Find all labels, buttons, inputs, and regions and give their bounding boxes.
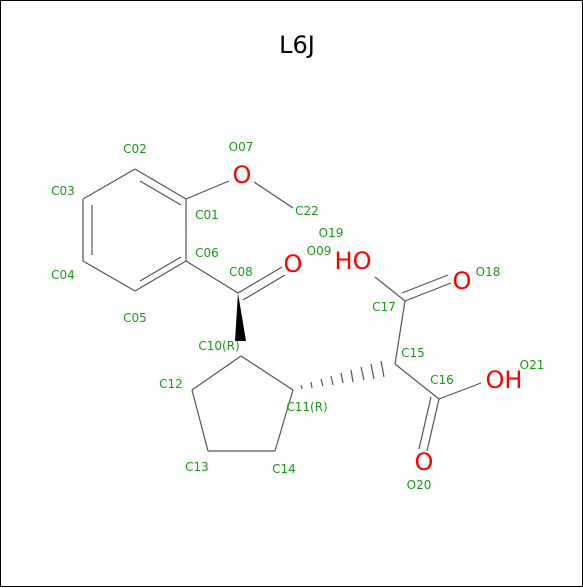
oxygen-o09: O	[284, 250, 303, 278]
bond-c17-o18-double	[401, 274, 449, 294]
bond-c17-o19	[374, 276, 406, 302]
atom-label-o07: O07	[229, 140, 254, 154]
atom-label-c15: C15	[401, 346, 425, 360]
bond-c15-c16	[394, 363, 440, 400]
atom-label-c14: C14	[272, 462, 296, 476]
bond-c08-o09	[237, 266, 283, 294]
bond-c16-o20-double	[418, 396, 432, 450]
bond-c17-o18	[404, 282, 452, 302]
molecule-title: L6J	[279, 31, 315, 59]
oxygen-o20: O	[415, 448, 434, 476]
bond-o07-c22	[253, 181, 294, 209]
bond-c06-c08	[185, 260, 239, 294]
atom-label-o20: O20	[407, 478, 432, 492]
bonds	[82, 168, 482, 452]
atom-labels: C02 O07 C03 C01 C22 O19 C06 O09 C04 C08 …	[51, 140, 544, 492]
bond-c10-c11	[240, 355, 294, 391]
atom-label-c06: C06	[195, 246, 219, 260]
hydroxyl-o21: OH	[486, 366, 523, 394]
atom-label-c05: C05	[123, 311, 147, 325]
oxygen-o18: O	[453, 267, 472, 295]
bond-c06-c05	[134, 260, 187, 292]
atom-label-c11: C11(R)	[286, 400, 327, 414]
atom-label-o18: O18	[476, 265, 501, 279]
atom-label-c01: C01	[195, 208, 219, 222]
bond-c02-c01	[134, 168, 187, 200]
bond-c16-o20	[426, 398, 440, 452]
atom-label-c04: C04	[51, 268, 75, 282]
oxygen-o07: O	[233, 161, 252, 189]
atom-label-c16: C16	[430, 373, 454, 387]
atom-label-c03: C03	[51, 184, 75, 198]
bond-c06-c05-inner	[139, 256, 182, 282]
hetero-atoms: O O HO O OH O	[233, 161, 523, 476]
atom-label-c08: C08	[229, 265, 253, 279]
bond-c08-o09-double	[242, 274, 286, 301]
hydroxyl-o19: HO	[335, 247, 372, 275]
hashed-bond-c11-c15	[300, 360, 385, 390]
atom-label-c02: C02	[123, 142, 147, 156]
atom-label-c13: C13	[185, 460, 209, 474]
atom-label-o09: O09	[307, 244, 332, 258]
atom-label-o19: O19	[319, 226, 344, 240]
bond-c12-c10	[191, 355, 242, 391]
bond-c03-c02	[82, 168, 136, 200]
bond-c11-c14	[274, 389, 294, 452]
bond-c15-c17	[394, 300, 406, 365]
atom-label-c17: C17	[372, 300, 396, 314]
wedge-bond-c08-c10	[235, 293, 246, 341]
bond-c16-o21	[438, 382, 482, 400]
atom-label-c12: C12	[159, 377, 183, 391]
bond-c13-c12	[191, 389, 209, 452]
atom-label-c22: C22	[295, 204, 319, 218]
atom-label-o21: O21	[520, 358, 545, 372]
bond-c02-c01-inner	[139, 180, 182, 206]
bond-c05-c04	[82, 260, 136, 292]
atom-label-c10: C10(R)	[198, 339, 239, 353]
bond-c01-o07	[185, 180, 230, 200]
